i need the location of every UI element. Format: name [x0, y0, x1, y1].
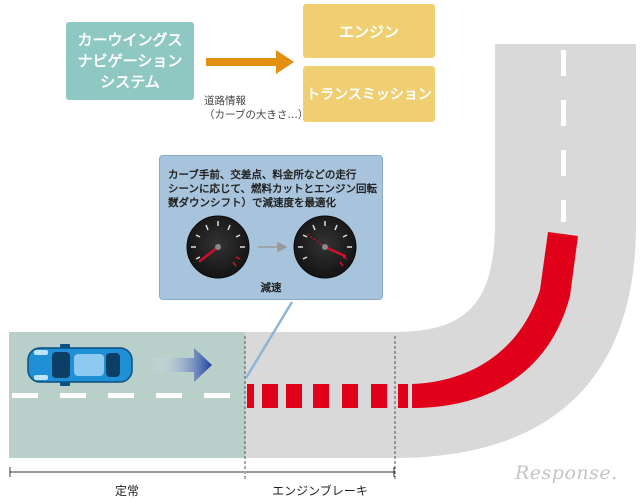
callout-line-1: カーブ手前、交差点、料金所などの走行: [168, 169, 357, 181]
nav-label-line3: システム: [100, 72, 160, 91]
deceleration-label: 減速: [260, 282, 282, 294]
road-info-label: 道路情報: [204, 95, 246, 107]
tachometer-before-icon: [186, 215, 250, 279]
callout-panel: カーブ手前、交差点、料金所などの走行 シーンに応じて、燃料カットとエンジン回転数…: [159, 155, 383, 300]
car-icon: [27, 344, 133, 386]
zone-label-steady: 定常: [114, 484, 139, 498]
zone-measure-lines: [9, 467, 395, 477]
lane-dashes: [12, 50, 566, 398]
zone-label-engine-brake: エンジンブレーキ: [272, 484, 368, 498]
tachometers: [186, 215, 357, 279]
tachometer-after-icon: [293, 215, 357, 279]
info-flow-arrow: [206, 50, 294, 74]
callout-line-3: （ダウンシフト）で減速度を最適化: [168, 197, 336, 209]
nav-label-line1: カーウイングス: [77, 30, 183, 49]
speed-arrow-icon: [150, 348, 212, 382]
transmission-box: トランスミッション: [303, 66, 435, 122]
engine-box: エンジン: [303, 4, 435, 58]
deceleration-marks: [247, 232, 578, 408]
navigation-system-box: カーウイングス ナビゲーション システム: [66, 22, 194, 100]
nav-label-line2: ナビゲーション: [77, 51, 183, 70]
callout-line-2: シーンに応じて、燃料カットとエンジン回転数: [168, 183, 377, 209]
response-watermark: Response.: [515, 462, 618, 484]
road-info-detail: （カーブの大きさ…）: [204, 109, 309, 121]
callout-pointer: [244, 301, 294, 379]
gauge-transition-arrow: [258, 241, 288, 253]
